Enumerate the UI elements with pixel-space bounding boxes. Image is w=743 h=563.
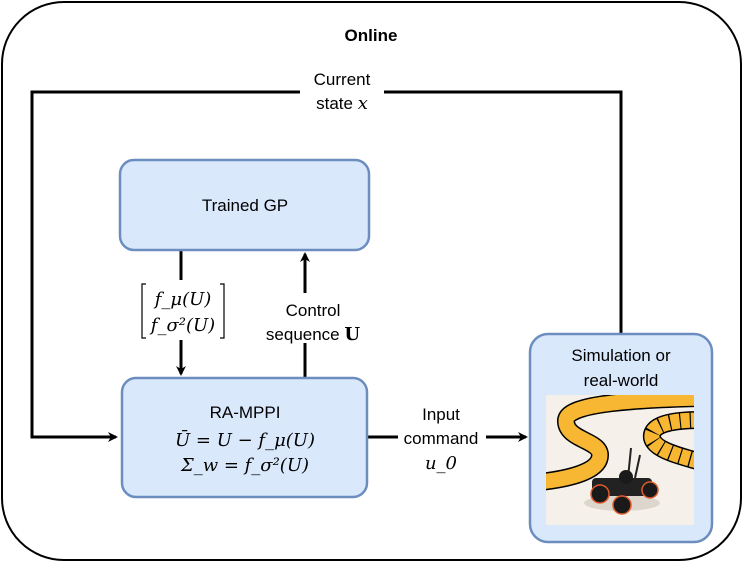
- input-var: u_0: [425, 453, 457, 474]
- simulation-label-line2: real-world: [584, 371, 659, 390]
- ra-mppi-node: RA-MPPI Ū = U − f_μ(U) Σ_w = f_σ²(U): [120, 376, 369, 499]
- input-label-line1: Input: [422, 405, 460, 424]
- state-label-line2: state x: [316, 93, 368, 114]
- gp-variance-output: f_σ²(U): [149, 315, 215, 336]
- state-label-line1: Current: [314, 70, 371, 89]
- control-label-line2: sequence U: [266, 324, 360, 345]
- ra-mppi-equation-2: Σ_w = f_σ²(U): [180, 455, 309, 476]
- control-var: U: [344, 324, 360, 345]
- gp-mean-output: f_μ(U): [153, 289, 212, 310]
- matrix-bracket-right: [220, 283, 225, 339]
- matrix-bracket-left: [141, 283, 146, 339]
- input-label-line2: command: [404, 429, 479, 448]
- state-var: x: [358, 93, 368, 114]
- trained-gp-node: Trained GP: [118, 158, 371, 252]
- ra-mppi-label: RA-MPPI: [210, 403, 281, 422]
- simulation-node: Simulation or real-world: [528, 332, 714, 544]
- rover-icon: [584, 447, 660, 515]
- online-title: Online: [345, 26, 398, 45]
- rover-track-image: [546, 395, 694, 525]
- simulation-label-line1: Simulation or: [571, 346, 671, 365]
- state-feedback-arrow: [30, 90, 623, 442]
- trained-gp-label: Trained GP: [202, 196, 288, 215]
- ra-mppi-equation-1: Ū = U − f_μ(U): [175, 428, 315, 451]
- control-label-line1: Control: [286, 301, 341, 320]
